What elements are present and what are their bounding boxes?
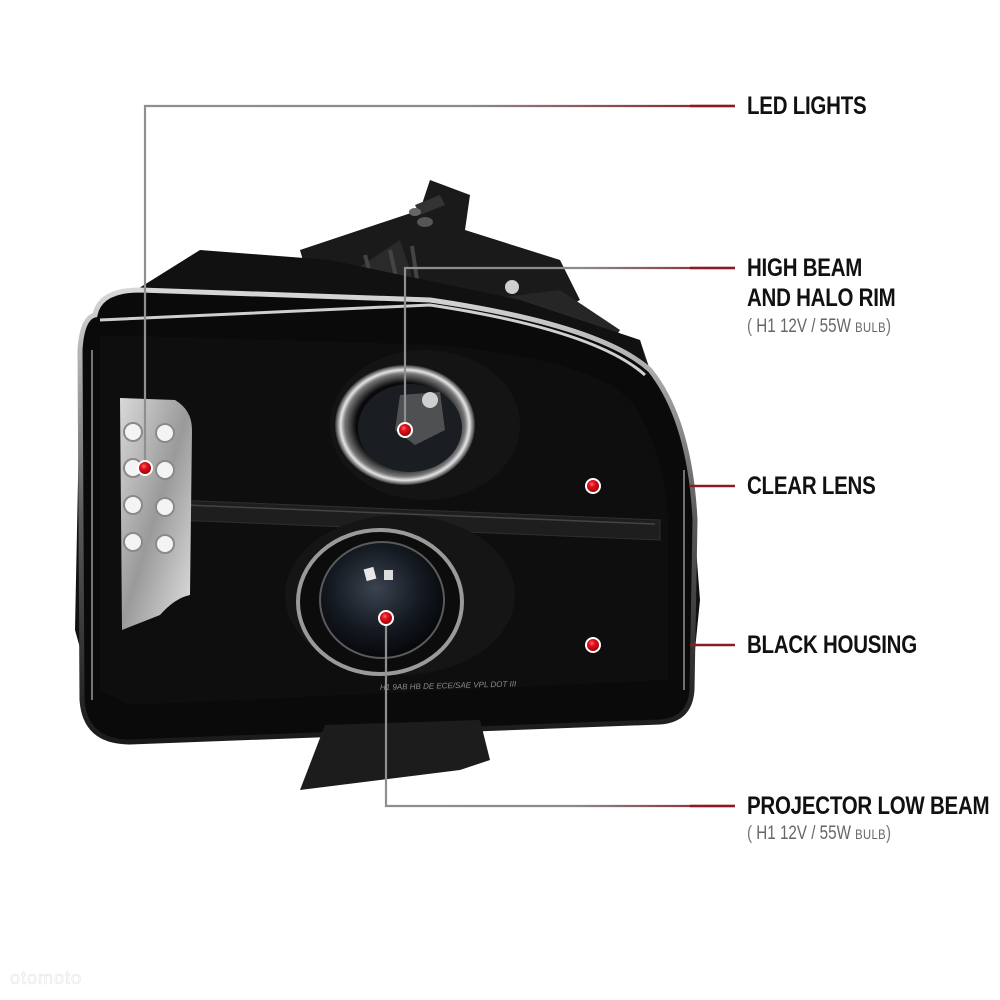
dot-led-lights-icon	[137, 460, 153, 476]
label-high-beam-spec: ( H1 12V / 55W BULB)	[747, 316, 891, 338]
label-high-beam-line2: AND HALO RIM	[747, 284, 896, 312]
paren-open: (	[747, 316, 753, 337]
label-projector-spec: ( H1 12V / 55W BULB)	[747, 823, 891, 845]
label-high-beam-line1: HIGH BEAM	[747, 254, 863, 282]
projector-spec-value: H1 12V / 55W	[756, 823, 851, 844]
lower-bracket	[300, 720, 490, 790]
dot-projector-low-beam-icon	[378, 610, 394, 626]
dot-high-beam-icon	[397, 422, 413, 438]
leader-led-lights	[143, 104, 735, 462]
projector-low-beam	[285, 515, 515, 676]
led-strip	[120, 398, 192, 630]
label-led-lights: LED LIGHTS	[747, 92, 867, 120]
callout-dots	[137, 422, 601, 653]
high-beam-spec-value: H1 12V / 55W	[756, 316, 851, 337]
leader-projector-low-beam	[384, 625, 735, 808]
lens-marking: H1 9AB HB DE ECE/SAE VPL DOT III	[380, 679, 517, 692]
label-clear-lens: CLEAR LENS	[747, 472, 876, 500]
paren-close: )	[886, 316, 892, 337]
paren-close: )	[886, 823, 892, 844]
projector-spec-unit: BULB	[855, 826, 886, 842]
paren-open: (	[747, 823, 753, 844]
label-black-housing: BLACK HOUSING	[747, 631, 917, 659]
dot-black-housing-icon	[585, 637, 601, 653]
watermark: otomoto	[10, 968, 83, 989]
leader-high-beam	[403, 266, 735, 424]
high-beam-halo-rim	[330, 350, 520, 500]
label-projector-low-beam: PROJECTOR LOW BEAM	[747, 792, 990, 820]
high-beam-spec-unit: BULB	[855, 319, 886, 335]
dot-clear-lens-icon	[585, 478, 601, 494]
